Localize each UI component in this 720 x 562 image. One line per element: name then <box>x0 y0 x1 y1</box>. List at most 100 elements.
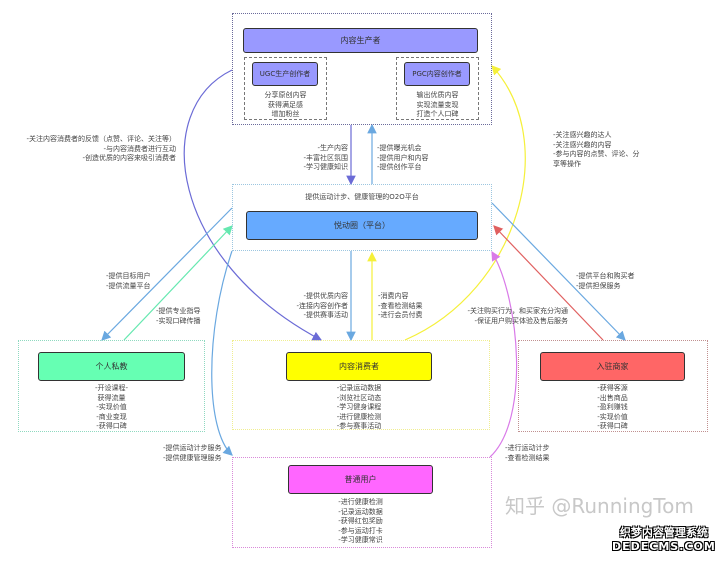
trainer-title: 个人私教 <box>95 362 128 371</box>
pgc-group <box>396 57 479 120</box>
trainer-item: -实现价值 <box>96 403 127 411</box>
producer-node[interactable]: 内容生产者 <box>243 28 478 53</box>
edge-label-line: -创造优质的内容来吸引消费者 <box>82 154 176 162</box>
edge-label-line: -提供运动计步服务 <box>163 444 222 452</box>
arrow-platform-to-trainer <box>101 207 233 341</box>
label-merchant-to-platform: -关注购买行为，和买家充分沟通-保证用户购买体验及售后服务 <box>460 307 568 326</box>
label-producer-to-consumer: -关注内容消费者的反馈（点赞、评论、关注等）-与内容消费者进行互动-创造优质的内… <box>10 135 176 164</box>
merchant-item: -实现价值 <box>597 412 628 421</box>
arrow-platform-to-merchant <box>491 202 626 341</box>
trainer-node[interactable]: 个人私教 <box>38 352 185 381</box>
user-item: -学习健康常识 <box>338 536 383 544</box>
edge-label-line: -提供平台和购买者 <box>576 272 635 280</box>
arrow-consumer-to-producer <box>404 65 526 341</box>
merchant-group <box>518 340 708 432</box>
ugc-group <box>244 57 327 120</box>
user-group <box>232 457 492 548</box>
consumer-item: -学习健身课程 <box>336 403 382 411</box>
consumer-title: 内容消费者 <box>339 362 379 371</box>
merchant-items: -获得客源-出售商品-盈利赚钱-实现价值-获得口碑 <box>540 384 685 432</box>
producer-group <box>232 13 492 125</box>
user-items: -进行健康检测-记录运动数据-获得红包奖励-参与运动打卡-学习健康常识 <box>288 498 433 546</box>
arrow-producer-to-consumer <box>183 69 323 341</box>
ugc-items: 分享原创内容获得满足感增加粉丝 <box>244 91 327 120</box>
arrow-platform-to-user <box>211 250 233 456</box>
consumer-node[interactable]: 内容消费者 <box>286 352 432 381</box>
zhihu-watermark: 知乎 @RunningTom <box>505 494 694 518</box>
edge-label-line: -提供目标用户 <box>106 272 151 280</box>
label-platform-to-producer: -提供曝光机会-提供用户和内容-提供创作平台 <box>377 144 429 173</box>
edge-label-line: -提供担保服务 <box>576 281 621 290</box>
logo-line: 织梦内容管理系统 <box>619 526 708 539</box>
producer-title: 内容生产者 <box>340 36 381 45</box>
edge-label-line: -提供用户和内容 <box>377 153 429 162</box>
pgc-items: 输出优质内容实现流量变现打造个人口碑 <box>396 91 479 120</box>
edge-label-line: -提供优质内容 <box>303 292 348 300</box>
consumer-item: -浏览社区动态 <box>336 393 382 402</box>
arrow-merchant-to-platform <box>493 225 604 341</box>
platform-caption: 提供运动计步、健康管理的O2O平台 <box>305 193 419 201</box>
label-producer-to-platform: -生产内容-丰富社区氛围-学习健康知识 <box>270 144 348 173</box>
merchant-title: 入驻商家 <box>596 362 629 371</box>
user-item: -记录运动数据 <box>338 507 383 516</box>
platform-node[interactable]: 悦动圈（平台） <box>246 211 478 240</box>
ugc-item: 增加粉丝 <box>271 110 300 118</box>
edge-label-line: -查看检测结果 <box>378 301 423 310</box>
pgc-item: 打造个人口碑 <box>416 110 459 118</box>
arrow-user-to-platform <box>489 250 518 458</box>
consumer-group <box>232 340 490 430</box>
trainer-items: -开设课程-获得流量-实现价值-商业变现-获得口碑 <box>18 384 205 432</box>
edge-label-line: -提供流量平台 <box>106 281 151 290</box>
merchant-item: -盈利赚钱 <box>597 403 628 411</box>
edge-label-line: -查看检测结果 <box>505 453 550 462</box>
platform-group <box>232 184 492 251</box>
edge-label-line: -关注购买行为，和买家充分沟通 <box>467 307 568 315</box>
merchant-item: -获得客源 <box>597 384 628 392</box>
edge-label-line: -提供专业指导 <box>156 307 201 315</box>
consumer-item: -记录运动数据 <box>336 384 382 392</box>
trainer-item: 获得流量 <box>97 393 126 402</box>
trainer-item: -开设课程- <box>94 384 129 392</box>
pgc-node[interactable]: PGC内容创作者 <box>404 62 470 86</box>
label-platform-to-consumer: -提供优质内容-连接内容创作者-提供赛事活动 <box>270 292 348 321</box>
consumer-item: -参与赛事活动 <box>336 422 382 430</box>
edge-label-line: -提供曝光机会 <box>377 144 422 152</box>
user-item: -进行健康检测 <box>338 498 383 506</box>
trainer-group <box>18 340 205 432</box>
user-node[interactable]: 普通用户 <box>288 465 433 494</box>
label-consumer-to-producer: -关注感兴趣的达人-关注感兴趣的内容-参与内容的点赞、评论、分享等操作 <box>553 131 640 169</box>
edge-label-line: -保证用户购买体验及售后服务 <box>474 316 568 325</box>
user-title: 普通用户 <box>344 475 377 484</box>
edge-label-line: -进行运动计步 <box>505 444 550 452</box>
edge-label-line: -消费内容 <box>378 292 409 300</box>
ugc-title: UGC生产创作者 <box>259 70 311 78</box>
arrow-trainer-to-platform <box>123 225 233 341</box>
platform-title: 悦动圈（平台） <box>334 221 390 230</box>
pgc-item: 实现流量变现 <box>416 100 459 109</box>
edge-label-line: -生产内容 <box>317 144 348 152</box>
ugc-item: 获得满足感 <box>268 100 303 109</box>
consumer-items: -记录运动数据-浏览社区动态-学习健身课程-进行健康检测-参与赛事活动 <box>286 384 432 432</box>
edge-label-line: -实现口碑传播 <box>156 316 201 325</box>
user-item: -获得红包奖励 <box>338 517 383 525</box>
label-trainer-to-platform: -提供专业指导-实现口碑传播 <box>156 307 201 326</box>
edge-label-line: 享等操作 <box>553 159 581 168</box>
merchant-item: -获得口碑 <box>597 422 628 430</box>
edge-label-line: -提供赛事活动 <box>303 311 348 319</box>
ugc-node[interactable]: UGC生产创作者 <box>252 62 318 86</box>
merchant-node[interactable]: 入驻商家 <box>540 352 685 381</box>
edge-label-line: -参与内容的点赞、评论、分 <box>553 150 640 158</box>
label-user-to-platform: -进行运动计步-查看检测结果 <box>505 444 550 463</box>
label-platform-to-user: -提供运动计步服务-提供健康管理服务 <box>163 444 222 463</box>
edge-label-line: -与内容消费者进行互动 <box>103 144 176 153</box>
logo-line: DEDECMS.COM <box>612 540 716 553</box>
label-platform-to-trainer: -提供目标用户-提供流量平台 <box>106 272 151 291</box>
edge-label-line: -学习健康知识 <box>303 163 348 171</box>
ugc-item: 分享原创内容 <box>264 91 307 99</box>
label-platform-to-merchant: -提供平台和购买者-提供担保服务 <box>576 272 635 291</box>
consumer-item: -进行健康检测 <box>336 412 382 421</box>
edge-label-line: -提供健康管理服务 <box>163 453 222 462</box>
